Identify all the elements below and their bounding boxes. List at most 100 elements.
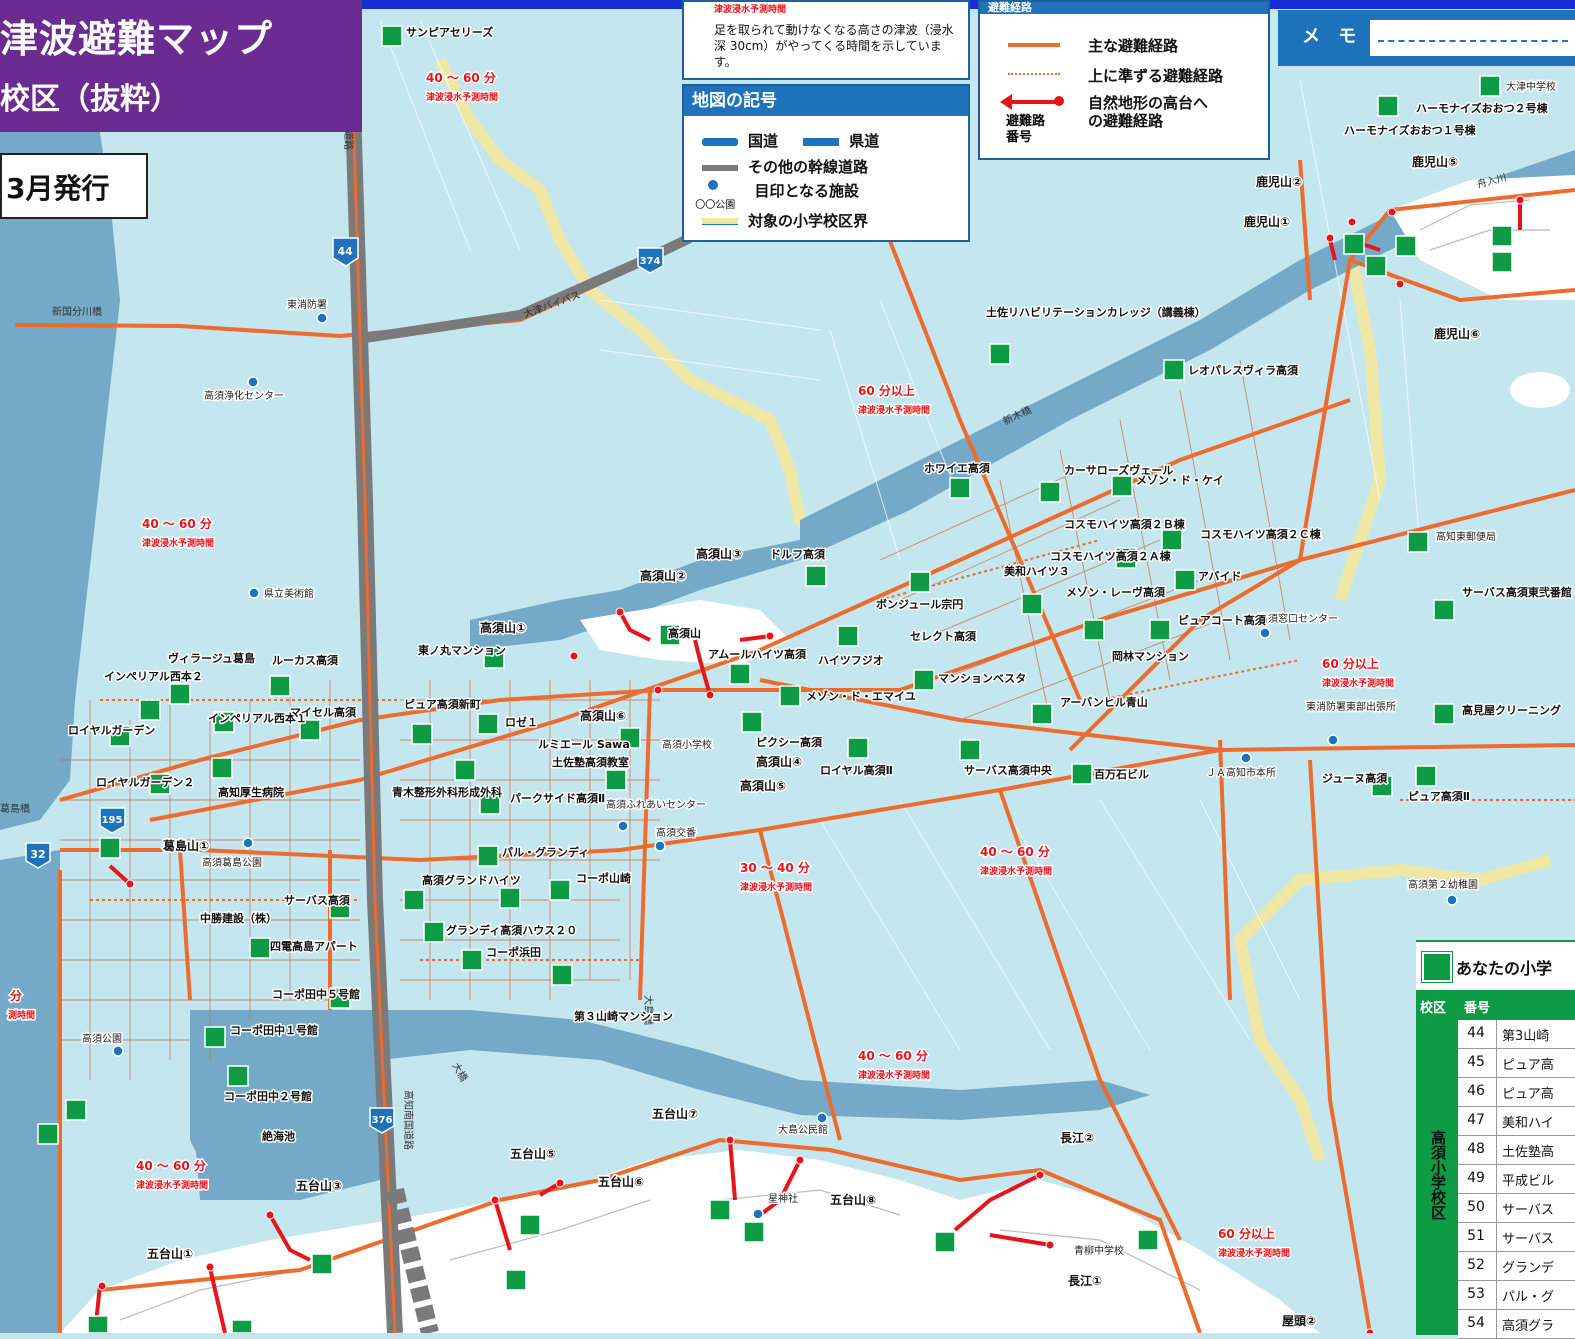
svg-text:マンションベスタ: マンションベスタ (938, 672, 1026, 685)
shelter-icon (659, 624, 681, 646)
small-hill (1510, 372, 1570, 408)
legend-route-number: 避難路番号 (1006, 114, 1046, 145)
shelter-icon (1161, 529, 1183, 551)
landmark-dot-icon (708, 180, 718, 190)
svg-text:カーサローズヴェール: カーサローズヴェール (1064, 463, 1173, 477)
svg-text:高須窓口センター: 高須窓口センター (1258, 612, 1338, 625)
shelter-icon (403, 889, 425, 911)
svg-text:高須山⑥: 高須山⑥ (580, 708, 626, 723)
shelter-icon (1021, 593, 1043, 615)
svg-text:測時間: 測時間 (8, 1009, 35, 1021)
national-road-icon (702, 137, 738, 146)
shelter-icon (461, 949, 483, 971)
shelter-icon (743, 1221, 765, 1243)
memo-label: メ モ (1302, 26, 1363, 47)
svg-text:青柳中学校: 青柳中学校 (1074, 1244, 1124, 1257)
svg-text:ルーカス高須: ルーカス高須 (272, 653, 339, 667)
svg-text:高須グランドハイツ: 高須グランドハイツ (422, 873, 521, 887)
svg-text:百万石ビル: 百万石ビル (1094, 767, 1149, 781)
shelter-icon (949, 477, 971, 499)
table-header: あなたの小学 (1416, 942, 1575, 990)
shelter-icon (1433, 703, 1455, 725)
svg-text:ジューヌ高須: ジューヌ高須 (1322, 771, 1388, 785)
svg-text:高須交番: 高須交番 (656, 826, 696, 839)
svg-text:津波浸水予測時間: 津波浸水予測時間 (426, 91, 498, 103)
shelter-icon (477, 713, 499, 735)
svg-text:ピュア高須新町: ピュア高須新町 (404, 697, 481, 711)
svg-text:四電高島アパート: 四電高島アパート (270, 939, 358, 953)
legend-landmark: 〇〇公園 目印となる施設 (695, 180, 860, 211)
kagoyama-contours (1419, 199, 1550, 251)
route-32-shield: 32 (25, 842, 51, 869)
svg-text:44: 44 (337, 245, 353, 258)
svg-text:コーポ山崎: コーポ山崎 (576, 871, 631, 885)
svg-text:メゾン・ド・ケイ: メゾン・ド・ケイ (1136, 473, 1224, 487)
shelter-icon (1083, 619, 1105, 641)
svg-text:ロイヤルガーデン: ロイヤルガーデン (68, 723, 155, 737)
publish-date: 3月発行 (6, 172, 110, 205)
godaisan-contours (119, 1189, 1201, 1321)
shelter-icon (1433, 599, 1455, 621)
svg-text:五台山⑤: 五台山⑤ (510, 1146, 556, 1161)
svg-text:高須山①: 高須山① (480, 620, 526, 635)
svg-text:五台山⑧: 五台山⑧ (830, 1192, 876, 1207)
svg-text:鹿児山⑤: 鹿児山⑤ (1412, 154, 1458, 169)
svg-text:インペリアル西本２: インペリアル西本２ (104, 669, 203, 683)
shelter-icon (329, 897, 351, 919)
svg-text:高知東郵便局: 高知東郵便局 (1436, 530, 1496, 543)
svg-text:ピュア高須Ⅱ: ピュア高須Ⅱ (1408, 789, 1470, 803)
shelter-icon (99, 837, 121, 859)
svg-text:土佐リハビリテーションカレッジ（講義棟）: 土佐リハビリテーションカレッジ（講義棟） (986, 305, 1206, 319)
route-376-shield: 376 (369, 1107, 395, 1134)
col-school: 校区 (1420, 1001, 1447, 1016)
route-legend-title: 避難経路 (980, 2, 1268, 14)
svg-text:ロゼ１: ロゼ１ (505, 715, 538, 729)
svg-text:40 〜 60 分: 40 〜 60 分 (858, 1048, 928, 1063)
svg-text:第３山崎マンション: 第３山崎マンション (574, 1009, 673, 1023)
shelter-icon (477, 845, 499, 867)
svg-text:ロイヤル高須Ⅱ: ロイヤル高須Ⅱ (820, 763, 893, 777)
shelter-icon (519, 1214, 541, 1236)
shelter-icon (423, 921, 445, 943)
svg-text:高須第２幼稚園: 高須第２幼稚園 (1408, 878, 1478, 891)
shelter-icon (1421, 951, 1453, 983)
svg-text:鹿児山⑥: 鹿児山⑥ (1434, 326, 1480, 341)
svg-text:五台山①: 五台山① (147, 1246, 193, 1261)
svg-text:セレクト高須: セレクト高須 (910, 629, 977, 643)
shelter-icon (269, 675, 291, 697)
oshima-river (190, 1010, 1150, 1160)
svg-text:パークサイド高須Ⅱ: パークサイド高須Ⅱ (510, 791, 605, 805)
svg-text:コーポ田中２号館: コーポ田中２号館 (224, 1089, 312, 1103)
shelter-icon (87, 1315, 109, 1333)
memo-field[interactable] (1370, 20, 1575, 56)
minami-road-label: 高知南国道路 (402, 1090, 415, 1150)
school-boundary (434, 57, 1552, 1162)
shelter-icon (1039, 481, 1061, 503)
svg-text:五台山③: 五台山③ (296, 1178, 342, 1193)
svg-text:コスモハイツ高須２Ｃ棟: コスモハイツ高須２Ｃ棟 (1200, 527, 1322, 541)
street-grid (60, 359, 1291, 1080)
tsunami-time-legend: 津波浸水予測時間 足を取られて動けなくなる高さの津波（浸水深 30cm）がやって… (682, 0, 970, 80)
svg-text:鹿児山②: 鹿児山② (1256, 174, 1302, 189)
svg-text:鹿児山①: 鹿児山① (1244, 214, 1290, 229)
shelter-icon (847, 737, 869, 759)
svg-text:岡林マンション: 岡林マンション (1112, 649, 1189, 663)
svg-text:高須葛島公園: 高須葛島公園 (202, 856, 262, 869)
svg-text:高知厚生病院: 高知厚生病院 (218, 785, 284, 799)
hill-route-arrowhead-icon (1000, 94, 1012, 110)
svg-text:県立美術館: 県立美術館 (264, 587, 314, 600)
svg-text:津波浸水予測時間: 津波浸水予測時間 (740, 881, 812, 893)
svg-text:60 分以上: 60 分以上 (858, 383, 915, 398)
shelter-icon (139, 699, 161, 721)
shelter-icon (227, 1065, 249, 1087)
svg-text:ピクシー高須: ピクシー高須 (756, 735, 823, 749)
legend-other-road: その他の幹線道路 (684, 156, 868, 177)
svg-text:屋頭②: 屋頭② (1282, 1314, 1316, 1328)
